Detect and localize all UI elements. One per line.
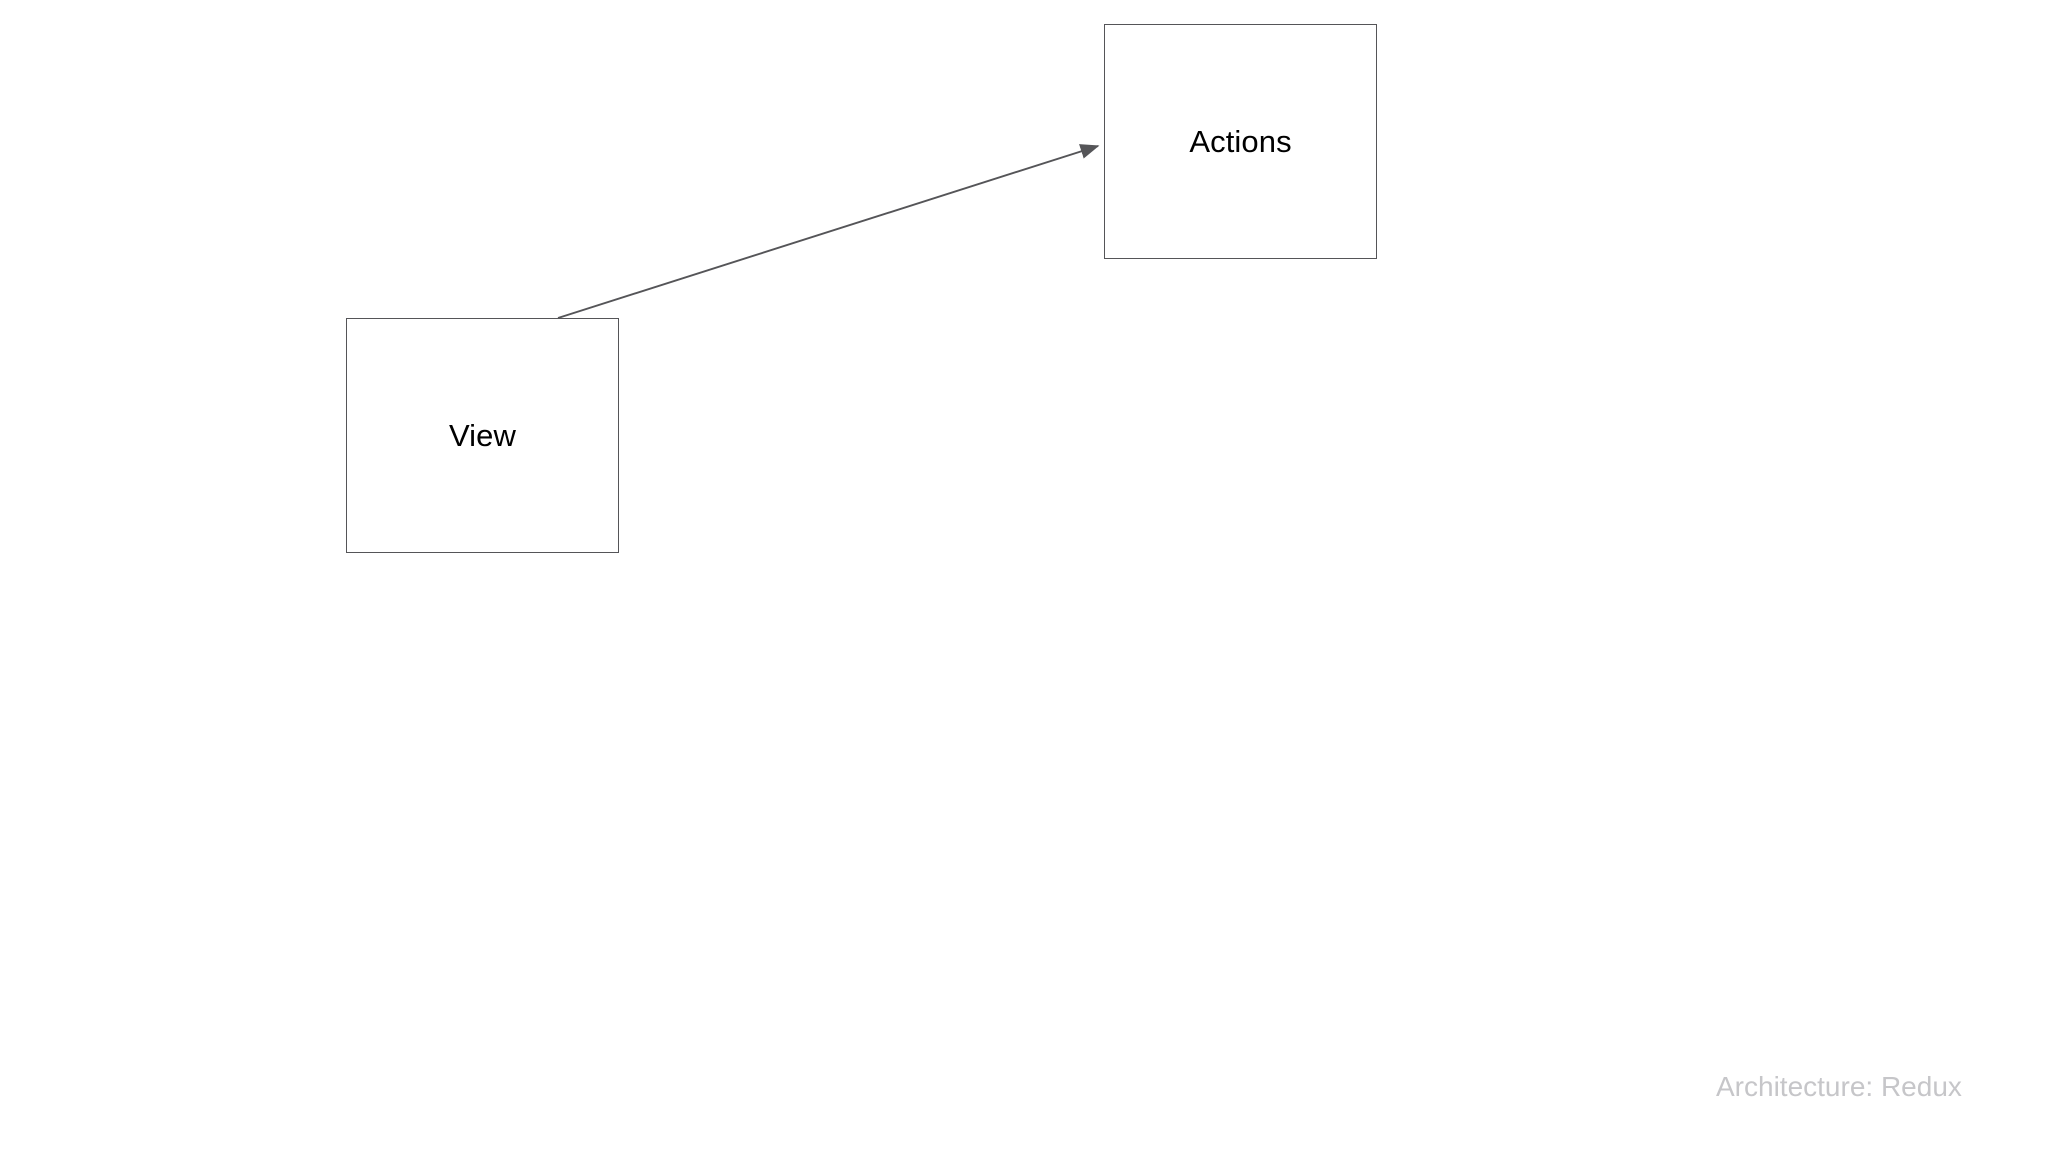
node-view[interactable]: View <box>346 318 619 553</box>
diagram-caption: Architecture: Redux <box>1716 1071 1962 1102</box>
node-actions[interactable]: Actions <box>1104 24 1377 259</box>
node-view-label: View <box>448 418 517 453</box>
edge-view-to-actions <box>557 144 1100 319</box>
node-actions-label: Actions <box>1189 124 1292 159</box>
